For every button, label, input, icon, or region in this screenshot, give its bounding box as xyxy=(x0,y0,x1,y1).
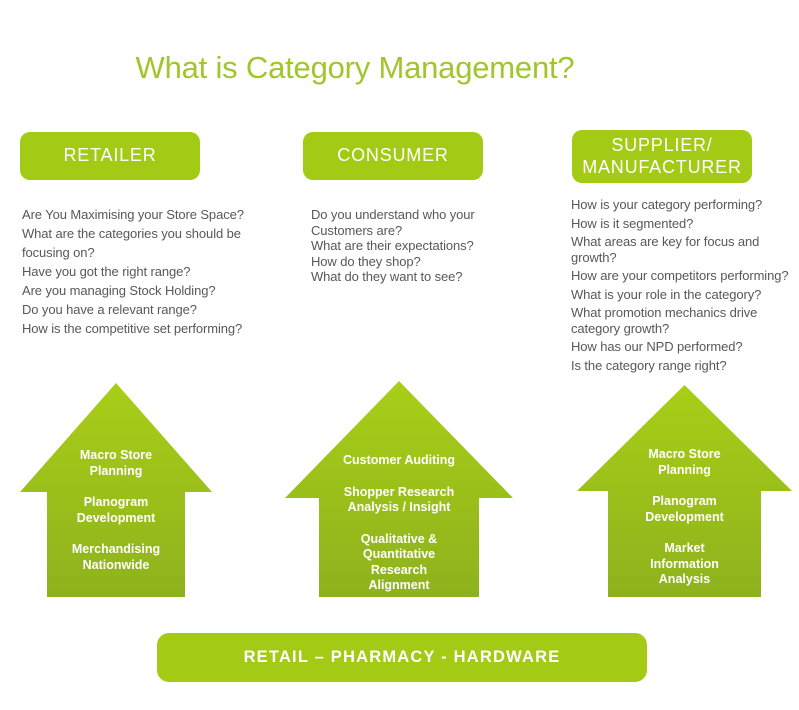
column-header-supplier-manufacturer: SUPPLIER/MANUFACTURER xyxy=(572,130,752,183)
question: How do they shop? xyxy=(311,253,421,269)
question: Are you managing Stock Holding? xyxy=(22,283,216,298)
up-arrow-shape xyxy=(20,383,212,597)
question: How are your competitors performing? xyxy=(571,268,789,283)
page-title: What is Category Management? xyxy=(135,50,575,85)
question: How is it segmented? xyxy=(571,215,694,231)
column-header-retailer: RETAILER xyxy=(20,132,200,180)
column-header-consumer: CONSUMER xyxy=(303,132,483,180)
up-arrow-shape xyxy=(285,381,513,597)
question: How has our NPD performed? xyxy=(571,339,743,354)
question: Have you got the right range? xyxy=(22,264,191,279)
up-arrow-shape xyxy=(577,385,792,597)
question: Is the category range right? xyxy=(571,357,727,373)
question-list-supplier: How is your category performing? How is i… xyxy=(571,197,799,376)
question: What are their expectations? xyxy=(311,238,474,253)
question: How is your category performing? xyxy=(571,197,763,212)
industries-banner: RETAIL – PHARMACY - HARDWARE xyxy=(157,633,647,682)
question: What is your role in the category? xyxy=(571,286,762,302)
arrow-label: Customer Auditing xyxy=(342,453,456,467)
question: Are You Maximising your Store Space? xyxy=(22,207,244,222)
question: What do they want to see? xyxy=(311,269,463,284)
question: Do you have a relevant range? xyxy=(22,302,197,317)
question-list-retailer: Are You Maximising your Store Space? What… xyxy=(22,205,290,338)
question: How is the competitive set performing? xyxy=(22,321,243,336)
